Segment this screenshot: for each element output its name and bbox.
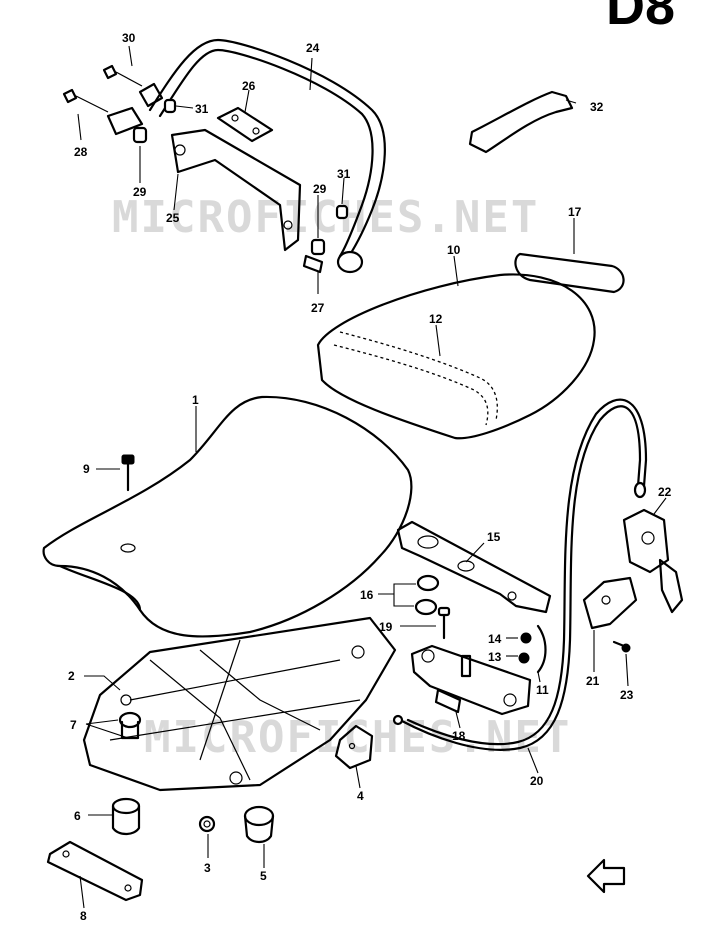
callout-20: 20 <box>530 774 544 788</box>
seat-strap <box>468 90 574 154</box>
callout-24: 24 <box>306 41 320 55</box>
callout-3: 3 <box>204 861 211 875</box>
callout-31b: 31 <box>337 167 351 181</box>
callout-9: 9 <box>83 462 90 476</box>
callout-30: 30 <box>122 31 136 45</box>
grab-rail <box>106 38 386 274</box>
callout-31a: 31 <box>195 102 209 116</box>
lock-22 <box>622 508 684 614</box>
cable-20 <box>392 398 648 751</box>
callout-19: 19 <box>379 620 393 634</box>
rail-bracket <box>170 128 302 252</box>
rear-seat <box>316 273 596 440</box>
callout-28: 28 <box>74 145 88 159</box>
bolt-19 <box>437 606 451 640</box>
callout-15: 15 <box>487 530 501 544</box>
callout-6: 6 <box>74 809 81 823</box>
plate-8 <box>46 840 144 902</box>
callout-29b: 29 <box>313 182 327 196</box>
callout-14: 14 <box>488 632 502 646</box>
callout-26: 26 <box>242 79 256 93</box>
page-code: D8 <box>606 0 675 36</box>
direction-arrow-icon <box>586 858 626 894</box>
clip-4 <box>334 724 374 770</box>
bolts-upper <box>62 64 143 113</box>
callout-25: 25 <box>166 211 180 225</box>
callout-21: 21 <box>586 674 600 688</box>
cushion-6 <box>111 797 141 836</box>
cable-end-11 <box>536 624 547 674</box>
callout-16: 16 <box>360 588 374 602</box>
callout-5: 5 <box>260 869 267 883</box>
callout-11: 11 <box>536 683 549 697</box>
bracket-15 <box>396 520 552 614</box>
lock-base-18 <box>410 644 532 716</box>
callout-22: 22 <box>658 485 672 499</box>
callout-7: 7 <box>70 718 77 732</box>
callout-13: 13 <box>488 650 502 664</box>
seat-base <box>82 616 397 792</box>
callout-18: 18 <box>452 729 466 743</box>
callout-4: 4 <box>357 789 364 803</box>
nuts-16 <box>414 574 440 616</box>
callout-27: 27 <box>311 301 325 315</box>
watermark-bottom: MICROFICHES.NET <box>144 712 571 763</box>
pad-17 <box>514 252 625 294</box>
bracket-21 <box>582 576 638 630</box>
callout-labels: 1 2 3 4 5 6 7 8 9 10 11 12 13 14 15 16 1… <box>68 31 672 923</box>
watermark-top: MICROFICHES.NET <box>112 192 539 243</box>
screw-23 <box>612 640 631 653</box>
collars <box>132 98 349 274</box>
callout-17: 17 <box>568 205 582 219</box>
callout-8: 8 <box>80 909 87 923</box>
callout-2: 2 <box>68 669 75 683</box>
rubber-5 <box>243 805 275 844</box>
callout-23: 23 <box>620 688 634 702</box>
nut-3 <box>198 815 216 833</box>
callout-12: 12 <box>429 312 443 326</box>
callout-29a: 29 <box>133 185 147 199</box>
callout-1: 1 <box>192 393 199 407</box>
plate-26 <box>216 106 274 143</box>
leader-lines <box>77 45 667 909</box>
front-seat <box>42 395 413 638</box>
bolt-9 <box>121 454 135 492</box>
callout-10: 10 <box>447 243 461 257</box>
cushion-7 <box>118 711 142 740</box>
nuts-13-14 <box>518 632 532 664</box>
callout-32: 32 <box>590 100 604 114</box>
